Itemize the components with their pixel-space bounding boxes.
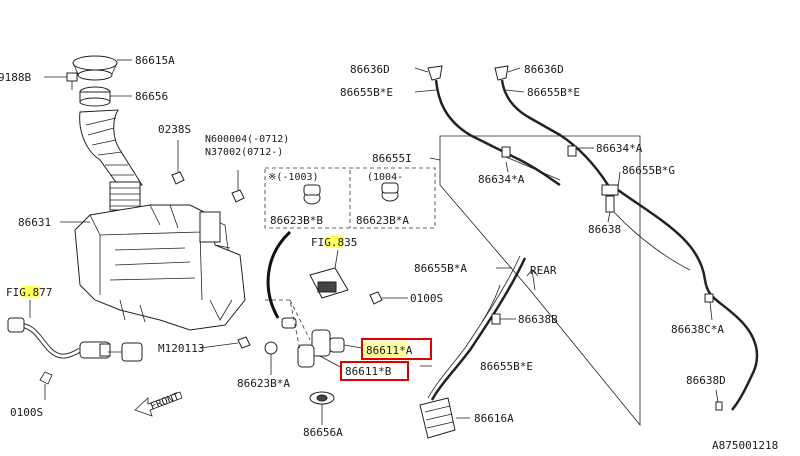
label-0100s-left: 0100S bbox=[10, 406, 43, 419]
long-hose bbox=[617, 188, 759, 411]
label-86616a: 86616A bbox=[474, 412, 514, 425]
labels: 86615A 9188B 86656 0238S N600004(-0712) … bbox=[0, 54, 778, 452]
nozzle-right bbox=[494, 65, 610, 186]
nozzle-left bbox=[427, 65, 561, 187]
grommet bbox=[264, 341, 278, 355]
connector-fig835 bbox=[309, 267, 349, 299]
label-fig835: FIG.835 bbox=[311, 236, 357, 249]
label-86631: 86631 bbox=[18, 216, 51, 229]
right-outline bbox=[439, 135, 641, 427]
rear-arrow bbox=[526, 269, 539, 291]
label-n37002: N37002(0712-) bbox=[205, 147, 283, 158]
label-n600004: N600004(-0712) bbox=[205, 134, 289, 145]
label-86623ba: 86623B*A bbox=[356, 214, 409, 227]
label-variant-1003: ※(-1003) bbox=[268, 172, 319, 183]
bolt-m120113 bbox=[199, 336, 251, 349]
label-86636d-right: 86636D bbox=[524, 63, 564, 76]
label-86655be-low: 86655B*E bbox=[480, 360, 533, 373]
label-86656a: 86656A bbox=[303, 426, 343, 439]
screw-0100s-center bbox=[369, 291, 408, 305]
joint-left bbox=[501, 146, 511, 158]
label-86638d: 86638D bbox=[686, 374, 726, 387]
label-86634a-left: 86634*A bbox=[478, 173, 525, 186]
rear-hose-c bbox=[481, 284, 501, 323]
label-86655ba: 86655B*A bbox=[414, 262, 467, 275]
rear-hose-a bbox=[430, 257, 527, 401]
label-diagram-id: A875001218 bbox=[712, 439, 778, 452]
label-86656: 86656 bbox=[135, 90, 168, 103]
label-86655bg: 86655B*G bbox=[622, 164, 675, 177]
label-9188b: 9188B bbox=[0, 71, 31, 84]
nozzle-variant-b bbox=[303, 184, 321, 205]
highlight-86611a bbox=[364, 341, 408, 357]
label-0238s: 0238S bbox=[158, 123, 191, 136]
highlight-fig877 bbox=[22, 286, 40, 298]
front-arrow bbox=[134, 391, 183, 417]
joint-86638c bbox=[704, 293, 714, 303]
washer-tank bbox=[74, 204, 246, 331]
bolt-9188b bbox=[66, 72, 78, 90]
box-86611a bbox=[361, 338, 432, 360]
box-86611b bbox=[340, 361, 409, 381]
pump-assembly bbox=[7, 317, 143, 385]
screw-0238s bbox=[171, 140, 185, 185]
label-0100s-center: 0100S bbox=[410, 292, 443, 305]
label-86636d-left: 86636D bbox=[350, 63, 390, 76]
reservoir-86616a bbox=[419, 397, 456, 439]
direction-arc bbox=[266, 230, 292, 319]
label-86611b: 86611*B bbox=[345, 365, 392, 378]
label-86655be-right: 86655B*E bbox=[527, 86, 580, 99]
label-86638b: 86638B bbox=[518, 313, 558, 326]
label-front: FRONT bbox=[149, 391, 181, 412]
highlight-fig835 bbox=[326, 236, 344, 248]
filler-cap bbox=[72, 55, 118, 81]
rear-hose-b bbox=[427, 255, 521, 399]
motor-86611 bbox=[281, 317, 345, 368]
joint-right bbox=[567, 145, 577, 157]
label-86655be-left: 86655B*E bbox=[340, 86, 393, 99]
label-86655i: 86655I bbox=[372, 152, 412, 165]
grommet-86656a bbox=[309, 391, 335, 405]
strainer bbox=[79, 86, 111, 107]
label-variant-1004: (1004- bbox=[367, 172, 403, 183]
label-86615a: 86615A bbox=[135, 54, 175, 67]
label-m120113: M120113 bbox=[158, 342, 204, 355]
label-fig877: FIG.877 bbox=[6, 286, 52, 299]
nut-n600004 bbox=[231, 170, 245, 203]
joint-86638d bbox=[715, 401, 723, 411]
label-86611a: 86611*A bbox=[366, 344, 413, 357]
label-86638ca: 86638C*A bbox=[671, 323, 724, 336]
label-rear: REAR bbox=[530, 264, 557, 277]
label-86638: 86638 bbox=[588, 223, 621, 236]
tee-86638 bbox=[601, 184, 619, 213]
label-86634a-right: 86634*A bbox=[596, 142, 643, 155]
leader-lines bbox=[29, 59, 719, 425]
label-86623bb: 86623B*B bbox=[270, 214, 323, 227]
label-86623ba-low: 86623B*A bbox=[237, 377, 290, 390]
joint-86638b bbox=[491, 313, 501, 325]
filler-neck bbox=[79, 109, 143, 186]
nozzle-variant-a bbox=[381, 182, 399, 202]
